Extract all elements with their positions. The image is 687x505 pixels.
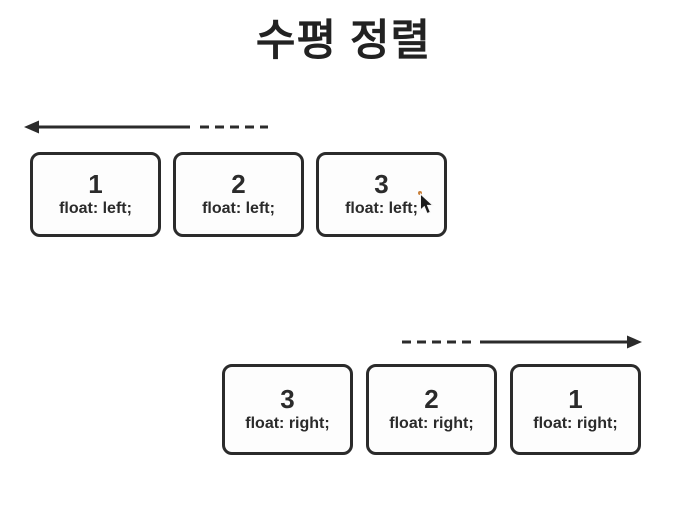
box-label: float: left; [345, 200, 418, 218]
float-right-arrow [400, 334, 642, 355]
box-number: 3 [374, 168, 389, 199]
box-label: float: left; [202, 200, 275, 218]
left-arrow-icon [24, 120, 268, 134]
box-number: 1 [568, 383, 583, 414]
box-label: float: right; [389, 415, 474, 433]
box-number: 1 [88, 168, 103, 199]
box-label: float: right; [533, 415, 618, 433]
mouse-cursor-icon [420, 193, 434, 215]
float-left-arrow [24, 119, 270, 140]
box-label: float: right; [245, 415, 330, 433]
float-right-box-1: 1 float: right; [510, 364, 641, 455]
box-number: 2 [231, 168, 246, 199]
float-right-box-3: 3 float: right; [222, 364, 353, 455]
right-arrow-icon [402, 335, 642, 349]
float-left-box-1: 1 float: left; [30, 152, 161, 237]
float-left-row: 1 float: left; 2 float: left; 3 float: l… [30, 152, 447, 237]
float-left-box-2: 2 float: left; [173, 152, 304, 237]
float-right-row: 3 float: right; 2 float: right; 1 float:… [222, 364, 641, 455]
float-right-box-2: 2 float: right; [366, 364, 497, 455]
box-number: 2 [424, 383, 439, 414]
box-label: float: left; [59, 200, 132, 218]
page-title: 수평 정렬 [255, 17, 432, 65]
box-number: 3 [280, 383, 295, 414]
float-left-box-3: 3 float: left; [316, 152, 447, 237]
